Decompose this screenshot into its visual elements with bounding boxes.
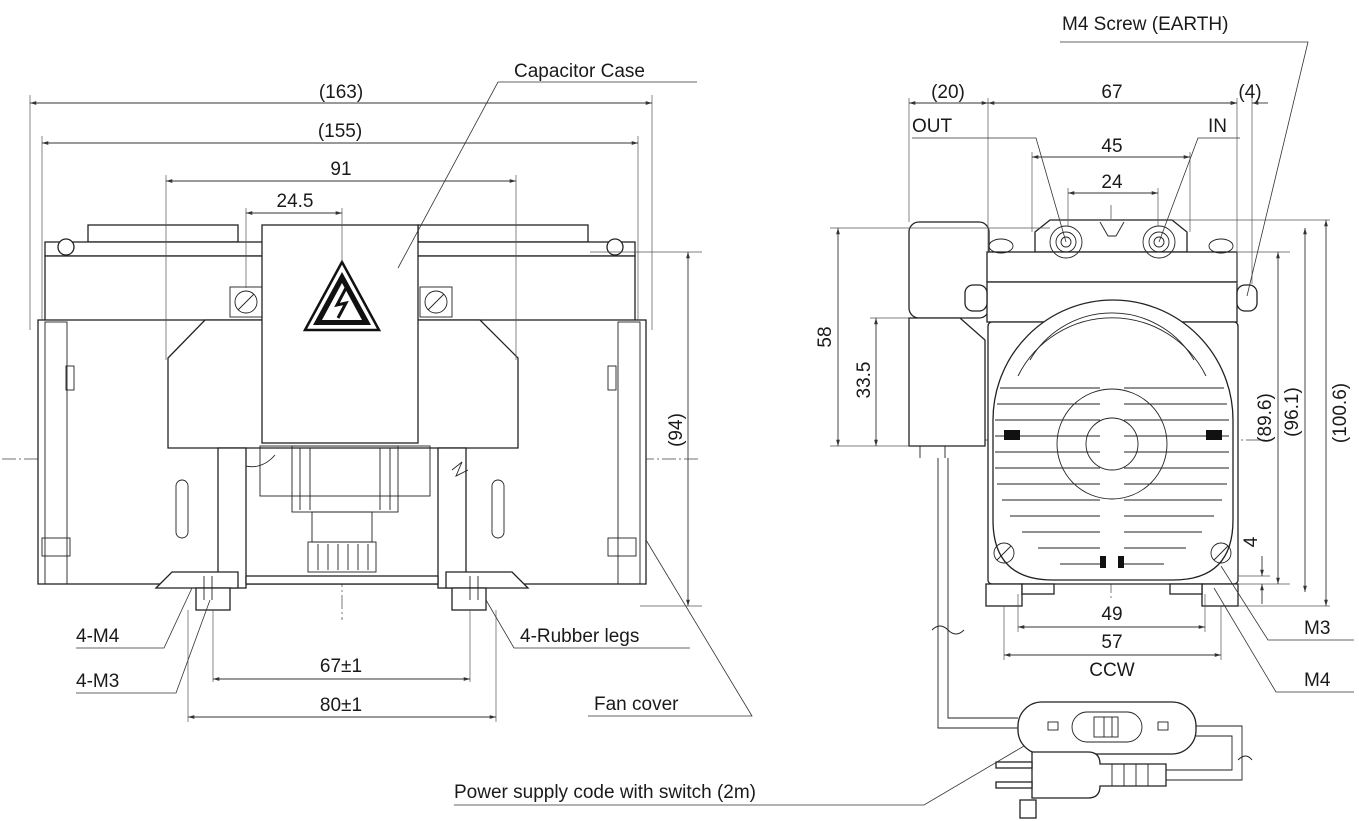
capacitor-case — [261, 224, 419, 444]
dim-height-94: (94) — [666, 413, 687, 447]
capacitor-screw-right-icon — [419, 286, 453, 318]
out-port-leader — [912, 137, 1067, 243]
m4-mount-leader — [76, 587, 193, 649]
capacitor-case-leader — [397, 81, 697, 269]
front-view: (163) (155) 91 24.5 (94) 67±1 80±1 Capac… — [2, 61, 753, 722]
dim-45: 45 — [1101, 136, 1122, 157]
label-fan-cover: Fan cover — [594, 694, 679, 715]
dim-overall-width: (163) — [319, 82, 363, 103]
fan-cover-leader — [588, 539, 753, 717]
m3-mount-leader — [76, 599, 211, 694]
dim-96-1: (96.1) — [1282, 387, 1303, 437]
dim-span-91: 91 — [330, 159, 351, 180]
dim-pitch-67: 67±1 — [320, 656, 362, 677]
inline-switch — [1017, 701, 1197, 755]
rubber-leg-right — [451, 587, 487, 611]
dim-pitch-80: 80±1 — [320, 695, 362, 716]
fan-cover — [992, 299, 1234, 581]
m3-leader — [1220, 565, 1354, 641]
side-leg-right — [1201, 583, 1239, 607]
switch-toggle-icon — [1071, 711, 1143, 743]
label-m4: M4 — [1304, 670, 1331, 691]
dim-24: 24 — [1101, 172, 1123, 193]
high-voltage-warning-icon — [302, 259, 382, 332]
dim-67: 67 — [1101, 82, 1122, 103]
label-4-m4: 4-M4 — [76, 626, 120, 647]
dim-57: 57 — [1101, 632, 1122, 653]
label-m3: M3 — [1304, 618, 1330, 639]
rubber-legs-leader — [485, 599, 690, 649]
label-earth-screw: M4 Screw (EARTH) — [1062, 14, 1228, 35]
dim-33-5: 33.5 — [854, 362, 875, 399]
left-head-plate — [87, 224, 239, 243]
dim-20: (20) — [931, 82, 965, 103]
label-ccw: CCW — [1089, 660, 1134, 681]
m4-leader — [1213, 587, 1354, 693]
power-plug-icon — [995, 751, 1167, 819]
dim-4-top: (4) — [1238, 82, 1261, 103]
dim-offset-24-5: 24.5 — [277, 191, 314, 212]
dim-4-side: 4 — [1241, 536, 1262, 547]
side-screw-left-icon — [993, 542, 1015, 564]
fan-grille — [995, 387, 1229, 565]
power-cord-leader — [454, 745, 1025, 806]
label-in: IN — [1208, 116, 1227, 137]
side-leg-left — [985, 583, 1023, 607]
earth-screw-leader — [1060, 41, 1309, 297]
side-screw-right-icon — [1210, 542, 1232, 564]
dim-89-6: (89.6) — [1255, 393, 1276, 443]
dim-49: 49 — [1101, 604, 1122, 625]
in-port-icon — [1142, 225, 1176, 259]
out-port-icon — [1049, 225, 1083, 259]
side-view: (20) 67 (4) 45 24 58 33.5 (89.6) (96.1) … — [454, 14, 1354, 819]
in-port-leader — [1158, 137, 1240, 243]
label-out: OUT — [912, 116, 953, 137]
dim-58: 58 — [815, 326, 836, 347]
dim-100-6: (100.6) — [1330, 383, 1351, 443]
rubber-leg-left — [195, 587, 231, 611]
label-capacitor-case: Capacitor Case — [514, 61, 645, 82]
label-rubber-legs: 4-Rubber legs — [520, 626, 639, 647]
label-4-m3: 4-M3 — [76, 671, 119, 692]
label-power-cord: Power supply code with switch (2m) — [454, 782, 756, 803]
earth-screw-head — [1236, 284, 1258, 312]
dim-body-width: (155) — [318, 121, 362, 142]
right-head-plate — [417, 224, 589, 243]
